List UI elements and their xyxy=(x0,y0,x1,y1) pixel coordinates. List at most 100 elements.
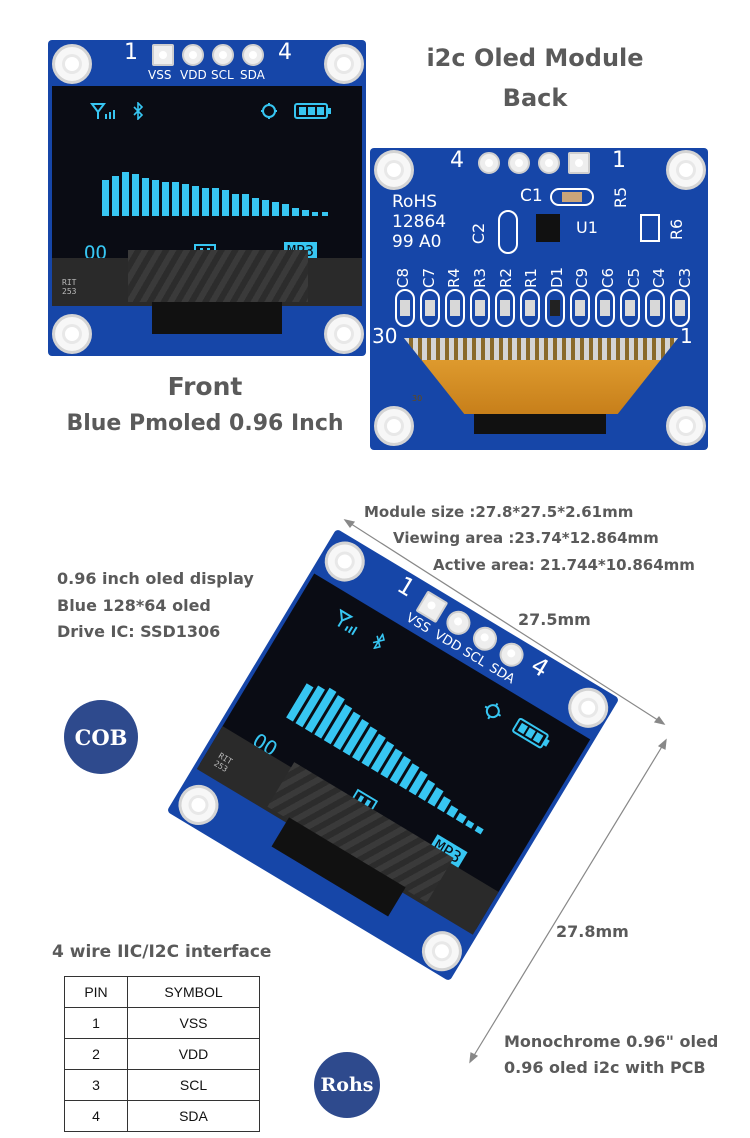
capacitor-c2 xyxy=(498,210,518,254)
ribbon-cable xyxy=(128,250,308,302)
pin-number-left: 1 xyxy=(124,40,138,65)
mount-hole xyxy=(666,406,706,446)
fpc-label-right: 1 xyxy=(680,324,693,348)
front-title-line1: Front xyxy=(167,372,243,401)
component-label: C3 xyxy=(675,267,694,288)
pin-label: SCL xyxy=(211,68,234,82)
component-label: C8 xyxy=(394,267,412,288)
label-r6: R6 xyxy=(667,218,687,241)
component-label: R3 xyxy=(470,268,489,288)
pin-pad xyxy=(242,44,264,66)
fpc-ribbon xyxy=(404,338,678,414)
pin-table: PIN SYMBOL 1 VSS 2 VDD 3 SCL 4 SDA xyxy=(64,976,260,1132)
pin-label: VDD xyxy=(180,68,207,82)
pin-number-left: 4 xyxy=(450,148,464,173)
mount-hole xyxy=(324,314,364,354)
table-header-row: PIN SYMBOL xyxy=(64,976,260,1008)
capacitor-c1 xyxy=(550,188,594,206)
pin-pad xyxy=(508,152,530,174)
interface-title: 4 wire IIC/I2C interface xyxy=(52,942,272,962)
component-label: R1 xyxy=(522,268,541,288)
mount-hole xyxy=(374,406,414,446)
component-label: R4 xyxy=(445,268,464,288)
main-module: 1 4 VSS VDD SCL SDA xyxy=(166,528,620,982)
feature-line2: Blue 128*64 oled xyxy=(57,596,211,615)
table-row: 4 SDA xyxy=(64,1100,260,1132)
pin-pad xyxy=(538,152,560,174)
mount-hole xyxy=(324,44,364,84)
label-c1: C1 xyxy=(520,186,543,206)
battery-icon xyxy=(512,717,550,749)
signal-icon xyxy=(90,103,115,119)
caption-line1: Monochrome 0.96" oled xyxy=(504,1032,719,1051)
equalizer-bars xyxy=(286,683,484,835)
battery-icon xyxy=(294,103,331,119)
table-header: PIN xyxy=(64,976,128,1008)
cob-badge-label: COB xyxy=(74,724,128,750)
silk-99a0: 99 A0 xyxy=(392,232,442,252)
table-cell-pin: 4 xyxy=(64,1100,128,1132)
pin-label: SDA xyxy=(240,68,265,82)
equalizer-bars xyxy=(102,172,328,216)
front-title-line2: Blue Pmoled 0.96 Inch xyxy=(66,411,344,436)
silk-rohs: RoHS xyxy=(392,192,438,212)
rohs-badge-label: Rohs xyxy=(320,1074,374,1096)
component-label: R2 xyxy=(496,268,515,288)
component-pads-row xyxy=(395,289,690,327)
label-r5: R5 xyxy=(611,186,631,209)
back-title-line2: Back xyxy=(502,84,568,112)
table-cell-symbol: SDA xyxy=(127,1100,260,1132)
chip-u1 xyxy=(536,214,560,242)
component-label: D1 xyxy=(547,266,566,288)
mount-hole xyxy=(52,44,92,84)
pin-pad xyxy=(182,44,204,66)
fpc-label-left: 30 xyxy=(372,324,398,348)
gps-icon xyxy=(484,702,502,720)
table-cell-symbol: VSS xyxy=(127,1007,260,1039)
pin-number-right: 1 xyxy=(612,148,626,173)
signal-icon xyxy=(337,608,358,636)
gps-icon xyxy=(261,103,277,119)
front-module: 1 4 VSS VDD SCL SDA xyxy=(48,40,366,356)
pin-pad xyxy=(568,152,590,174)
feature-line3: Drive IC: SSD1306 xyxy=(57,622,221,641)
mount-hole xyxy=(666,150,706,190)
spec-module-size: Module size :27.8*27.5*2.61mm xyxy=(364,503,634,521)
spec-active-area: Active area: 21.744*10.864mm xyxy=(433,556,695,574)
mount-hole xyxy=(374,150,414,190)
label-u1: U1 xyxy=(576,218,598,237)
rohs-badge: Rohs xyxy=(314,1052,380,1118)
dimension-height: 27.8mm xyxy=(556,922,629,941)
pin-pad xyxy=(478,152,500,174)
spec-viewing-area: Viewing area :23.74*12.864mm xyxy=(393,529,659,547)
table-header: SYMBOL xyxy=(127,976,260,1008)
bluetooth-icon xyxy=(133,102,144,120)
back-title: i2c Oled Module Back xyxy=(380,44,690,112)
component-labels-row: C8 C7 R4 R3 R2 R1 D1 C9 C6 C5 C4 C3 xyxy=(394,252,694,288)
fpc-connector xyxy=(474,414,606,434)
pin-number-right: 4 xyxy=(278,40,292,65)
cob-badge: COB xyxy=(64,700,138,774)
feature-line1: 0.96 inch oled display xyxy=(57,569,254,588)
table-row: 2 VDD xyxy=(64,1038,260,1070)
table-cell-pin: 2 xyxy=(64,1038,128,1070)
table-cell-pin: 1 xyxy=(64,1007,128,1039)
bluetooth-icon xyxy=(372,632,385,650)
silk-12864: 12864 xyxy=(392,212,447,232)
ribbon-code: RIT 253 xyxy=(62,278,77,296)
fpc-small-label: 30 xyxy=(412,394,423,403)
caption-line2: 0.96 oled i2c with PCB xyxy=(504,1058,706,1077)
component-label: C6 xyxy=(599,267,617,288)
component-label: C7 xyxy=(419,267,438,288)
component-label: C4 xyxy=(650,267,669,288)
table-cell-symbol: VDD xyxy=(127,1038,260,1070)
table-cell-pin: 3 xyxy=(64,1069,128,1101)
pin-pad xyxy=(152,44,174,66)
pin-pad xyxy=(212,44,234,66)
ribbon-connector xyxy=(152,302,282,334)
label-c2: C2 xyxy=(469,222,489,245)
component-label: C5 xyxy=(624,267,643,288)
table-cell-symbol: SCL xyxy=(127,1069,260,1101)
resistor-pads xyxy=(640,214,660,242)
back-module: 4 1 RoHS 12864 99 A0 C1 C2 U1 R5 R6 C8 C… xyxy=(370,148,708,450)
